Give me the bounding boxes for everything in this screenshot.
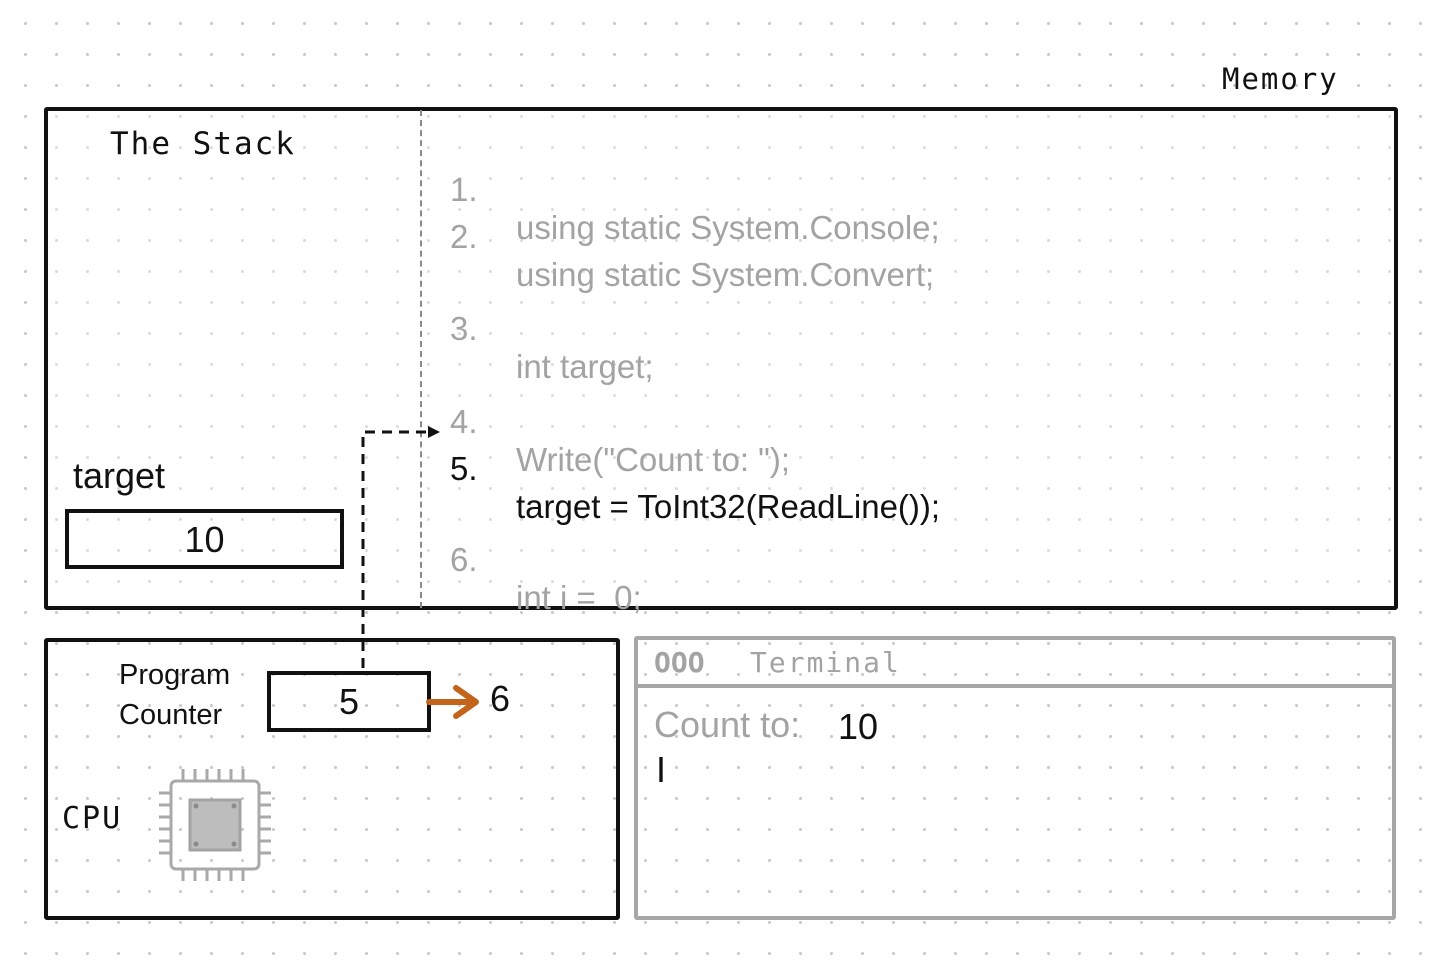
- memory-box: [44, 107, 1398, 610]
- terminal-input[interactable]: 10: [838, 706, 879, 747]
- line-text: using static System.Convert;: [516, 256, 935, 293]
- code-line-1: 1. using static System.Console;: [450, 133, 940, 285]
- terminal-title-divider: [638, 684, 1392, 688]
- code-line-5: 5. target = ToInt32(ReadLine());: [450, 412, 940, 564]
- program-counter-value: 5: [338, 681, 360, 722]
- line-text: int target;: [516, 348, 654, 385]
- pc-pointer-arrowhead: [428, 426, 440, 438]
- code-line-2: 2. using static System.Convert;: [450, 180, 934, 332]
- terminal-prompt: Count to:: [654, 704, 801, 745]
- code-line-3: 3. int target;: [450, 272, 654, 424]
- cpu-label: CPU: [62, 801, 123, 836]
- terminal-title: Terminal: [750, 646, 901, 679]
- line-number: 3.: [450, 310, 478, 347]
- code-line-4: 4. Write("Count to: ");: [450, 365, 790, 517]
- pc-pointer-arrow: [361, 430, 426, 668]
- line-number: 2.: [450, 218, 478, 255]
- line-number: 4.: [450, 403, 478, 440]
- stack-title: The Stack: [110, 126, 296, 162]
- pc-label-line-2: Counter: [119, 699, 223, 731]
- chip-icon: [159, 769, 271, 881]
- terminal-cursor: I: [656, 749, 667, 790]
- pc-label-line-1: Program: [119, 659, 231, 691]
- variable-box: 10: [65, 509, 344, 569]
- program-counter-next: 6: [490, 678, 511, 719]
- line-text: int i = 0;: [516, 579, 642, 616]
- terminal-window-dots: OOO: [654, 646, 705, 679]
- terminal-window: [634, 636, 1396, 920]
- cpu-box: [44, 638, 620, 920]
- program-counter-label: Program Counter: [119, 655, 230, 735]
- code-line-6: 6. int i = 0;: [450, 503, 642, 655]
- line-text: Write("Count to: ");: [516, 441, 791, 478]
- stack-divider: [420, 110, 422, 608]
- line-number: 6.: [450, 541, 478, 578]
- line-text: using static System.Console;: [516, 209, 940, 246]
- variable-value: 10: [184, 519, 225, 560]
- line-number: 5.: [450, 450, 478, 487]
- line-text: target = ToInt32(ReadLine());: [516, 488, 941, 525]
- line-number: 1.: [450, 171, 478, 208]
- increment-arrow: [426, 685, 479, 719]
- memory-label: Memory: [1222, 62, 1339, 96]
- variable-name: target: [73, 455, 166, 496]
